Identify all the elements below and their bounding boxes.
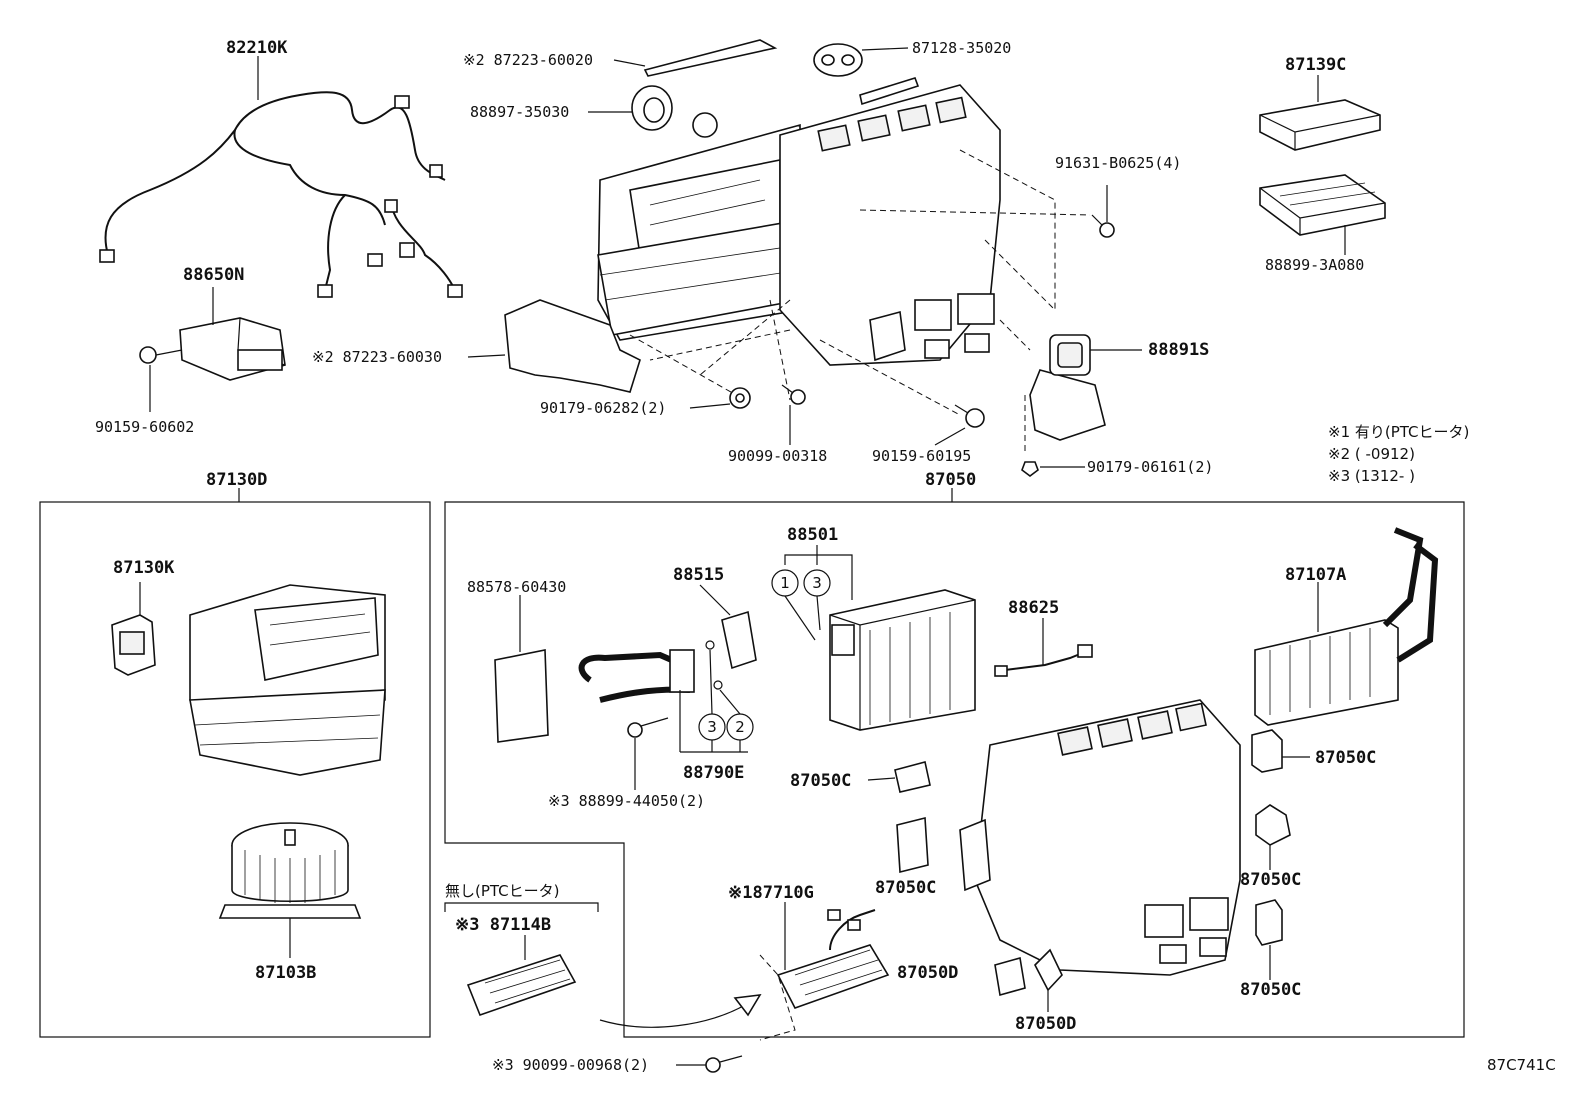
actuator-part: [1029, 334, 1106, 441]
label-87050D-2: 87050D: [1015, 1014, 1076, 1034]
packing-ring-part: [631, 85, 673, 131]
link-87050D-2: [1034, 948, 1063, 992]
wire-harness-part: [99, 91, 463, 298]
svg-text:2: 2: [735, 718, 745, 736]
blower-motor-part: [218, 822, 362, 919]
svg-text:3: 3: [812, 574, 822, 592]
ptc-heater-87710G: [776, 909, 890, 1009]
bolt-91631: [1091, 214, 1115, 238]
label-90159-60195: 90159-60195: [872, 447, 971, 465]
label-91631-B0625: 91631-B0625(4): [1055, 154, 1181, 172]
label-87128-35020: 87128-35020: [912, 39, 1011, 57]
unit-case-87050: [959, 699, 1241, 976]
damper-87050C-4: [1255, 804, 1291, 846]
evaporator-88501: [829, 589, 976, 731]
note-2: ※2 ( -0912): [1328, 445, 1415, 463]
heater-core-87107A: [1254, 527, 1439, 726]
callout-3-top: 3: [803, 569, 831, 597]
label-87050C-2: 87050C: [875, 878, 936, 898]
clip-88578-60430: [494, 649, 549, 743]
blower-case-part: [189, 584, 386, 776]
hvac-assembly-top: [597, 77, 1001, 366]
label-90159-60602: 90159-60602: [95, 418, 194, 436]
nut-90179-06282: [729, 387, 751, 409]
filter-87139C: [1259, 99, 1381, 151]
blower-section-box: [39, 501, 431, 1038]
label-87223-60030: ※2 87223-60030: [312, 348, 442, 366]
label-90179-06161: 90179-06161(2): [1087, 458, 1213, 476]
callout-2: 2: [726, 713, 754, 741]
bolt-88899-44050: [627, 717, 669, 738]
link-87050D-1: [994, 956, 1026, 997]
svg-text:1: 1: [780, 574, 790, 592]
label-88891S: 88891S: [1148, 340, 1209, 360]
callout-1: 1: [771, 569, 799, 597]
label-87050C-1: 87050C: [790, 771, 851, 791]
install-arrow: [599, 1004, 746, 1028]
damper-87050C-3: [1251, 729, 1283, 773]
label-87050C-3: 87050C: [1315, 748, 1376, 768]
label-88501: 88501: [787, 525, 838, 545]
label-90099-00968: ※3 90099-00968(2): [492, 1056, 649, 1074]
bolt-90099-00968: [705, 1055, 743, 1073]
label-88899-44050: ※3 88899-44050(2): [548, 792, 705, 810]
expansion-valve-88515: [705, 610, 757, 690]
label-87050C-4: 87050C: [1240, 870, 1301, 890]
label-87710G: ※187710G: [728, 883, 814, 903]
diagram-code: 87C741C: [1487, 1056, 1556, 1074]
grommet-part: [813, 43, 863, 77]
heater-87114B: [466, 954, 577, 1017]
bolt-90099-00318: [781, 384, 806, 405]
label-87139C: 87139C: [1285, 55, 1346, 75]
label-87130K: 87130K: [113, 558, 175, 578]
label-87050D-1: 87050D: [897, 963, 958, 983]
label-87050C-5: 87050C: [1240, 980, 1301, 1000]
note-1: ※1 有り(PTCヒータ): [1328, 423, 1469, 441]
label-87050: 87050: [925, 470, 976, 490]
label-88515: 88515: [673, 565, 724, 585]
label-88625: 88625: [1008, 598, 1059, 618]
label-88650N: 88650N: [183, 265, 244, 285]
label-87103B: 87103B: [255, 963, 316, 983]
label-87107A: 87107A: [1285, 565, 1346, 585]
unit-section-box: [444, 501, 1465, 1038]
seal-strip-part: [643, 39, 778, 77]
label-87114B: ※3 87114B: [455, 915, 551, 935]
callout-3-bottom: 3: [698, 713, 726, 741]
label-88899-3A080: 88899-3A080: [1265, 256, 1364, 274]
sensor-88625: [994, 644, 1093, 677]
insulator-part: [504, 299, 641, 393]
damper-87050C-2: [896, 816, 929, 874]
label-ptc-none: 無し(PTCヒータ): [445, 882, 560, 900]
svg-text:3: 3: [707, 718, 717, 736]
label-87130D: 87130D: [206, 470, 267, 490]
label-87223-60020: ※2 87223-60020: [463, 51, 593, 69]
screw-90159-60195: [954, 404, 985, 428]
damper-87050C-5: [1255, 899, 1283, 946]
label-90179-06282: 90179-06282(2): [540, 399, 666, 417]
control-module-part: [139, 317, 286, 381]
nut-90179-06161: [1021, 461, 1039, 477]
label-82210K: 82210K: [226, 38, 288, 58]
pipe-88790E: [578, 649, 695, 703]
label-88790E: 88790E: [683, 763, 744, 783]
damper-87050C-1: [894, 761, 931, 793]
note-3: ※3 (1312- ): [1328, 467, 1415, 485]
label-90099-00318: 90099-00318: [728, 447, 827, 465]
resistor-87130K: [111, 614, 156, 676]
label-88897-35030: 88897-35030: [470, 103, 569, 121]
filter-88899-3A080: [1259, 174, 1386, 236]
label-88578-60430: 88578-60430: [467, 578, 566, 596]
